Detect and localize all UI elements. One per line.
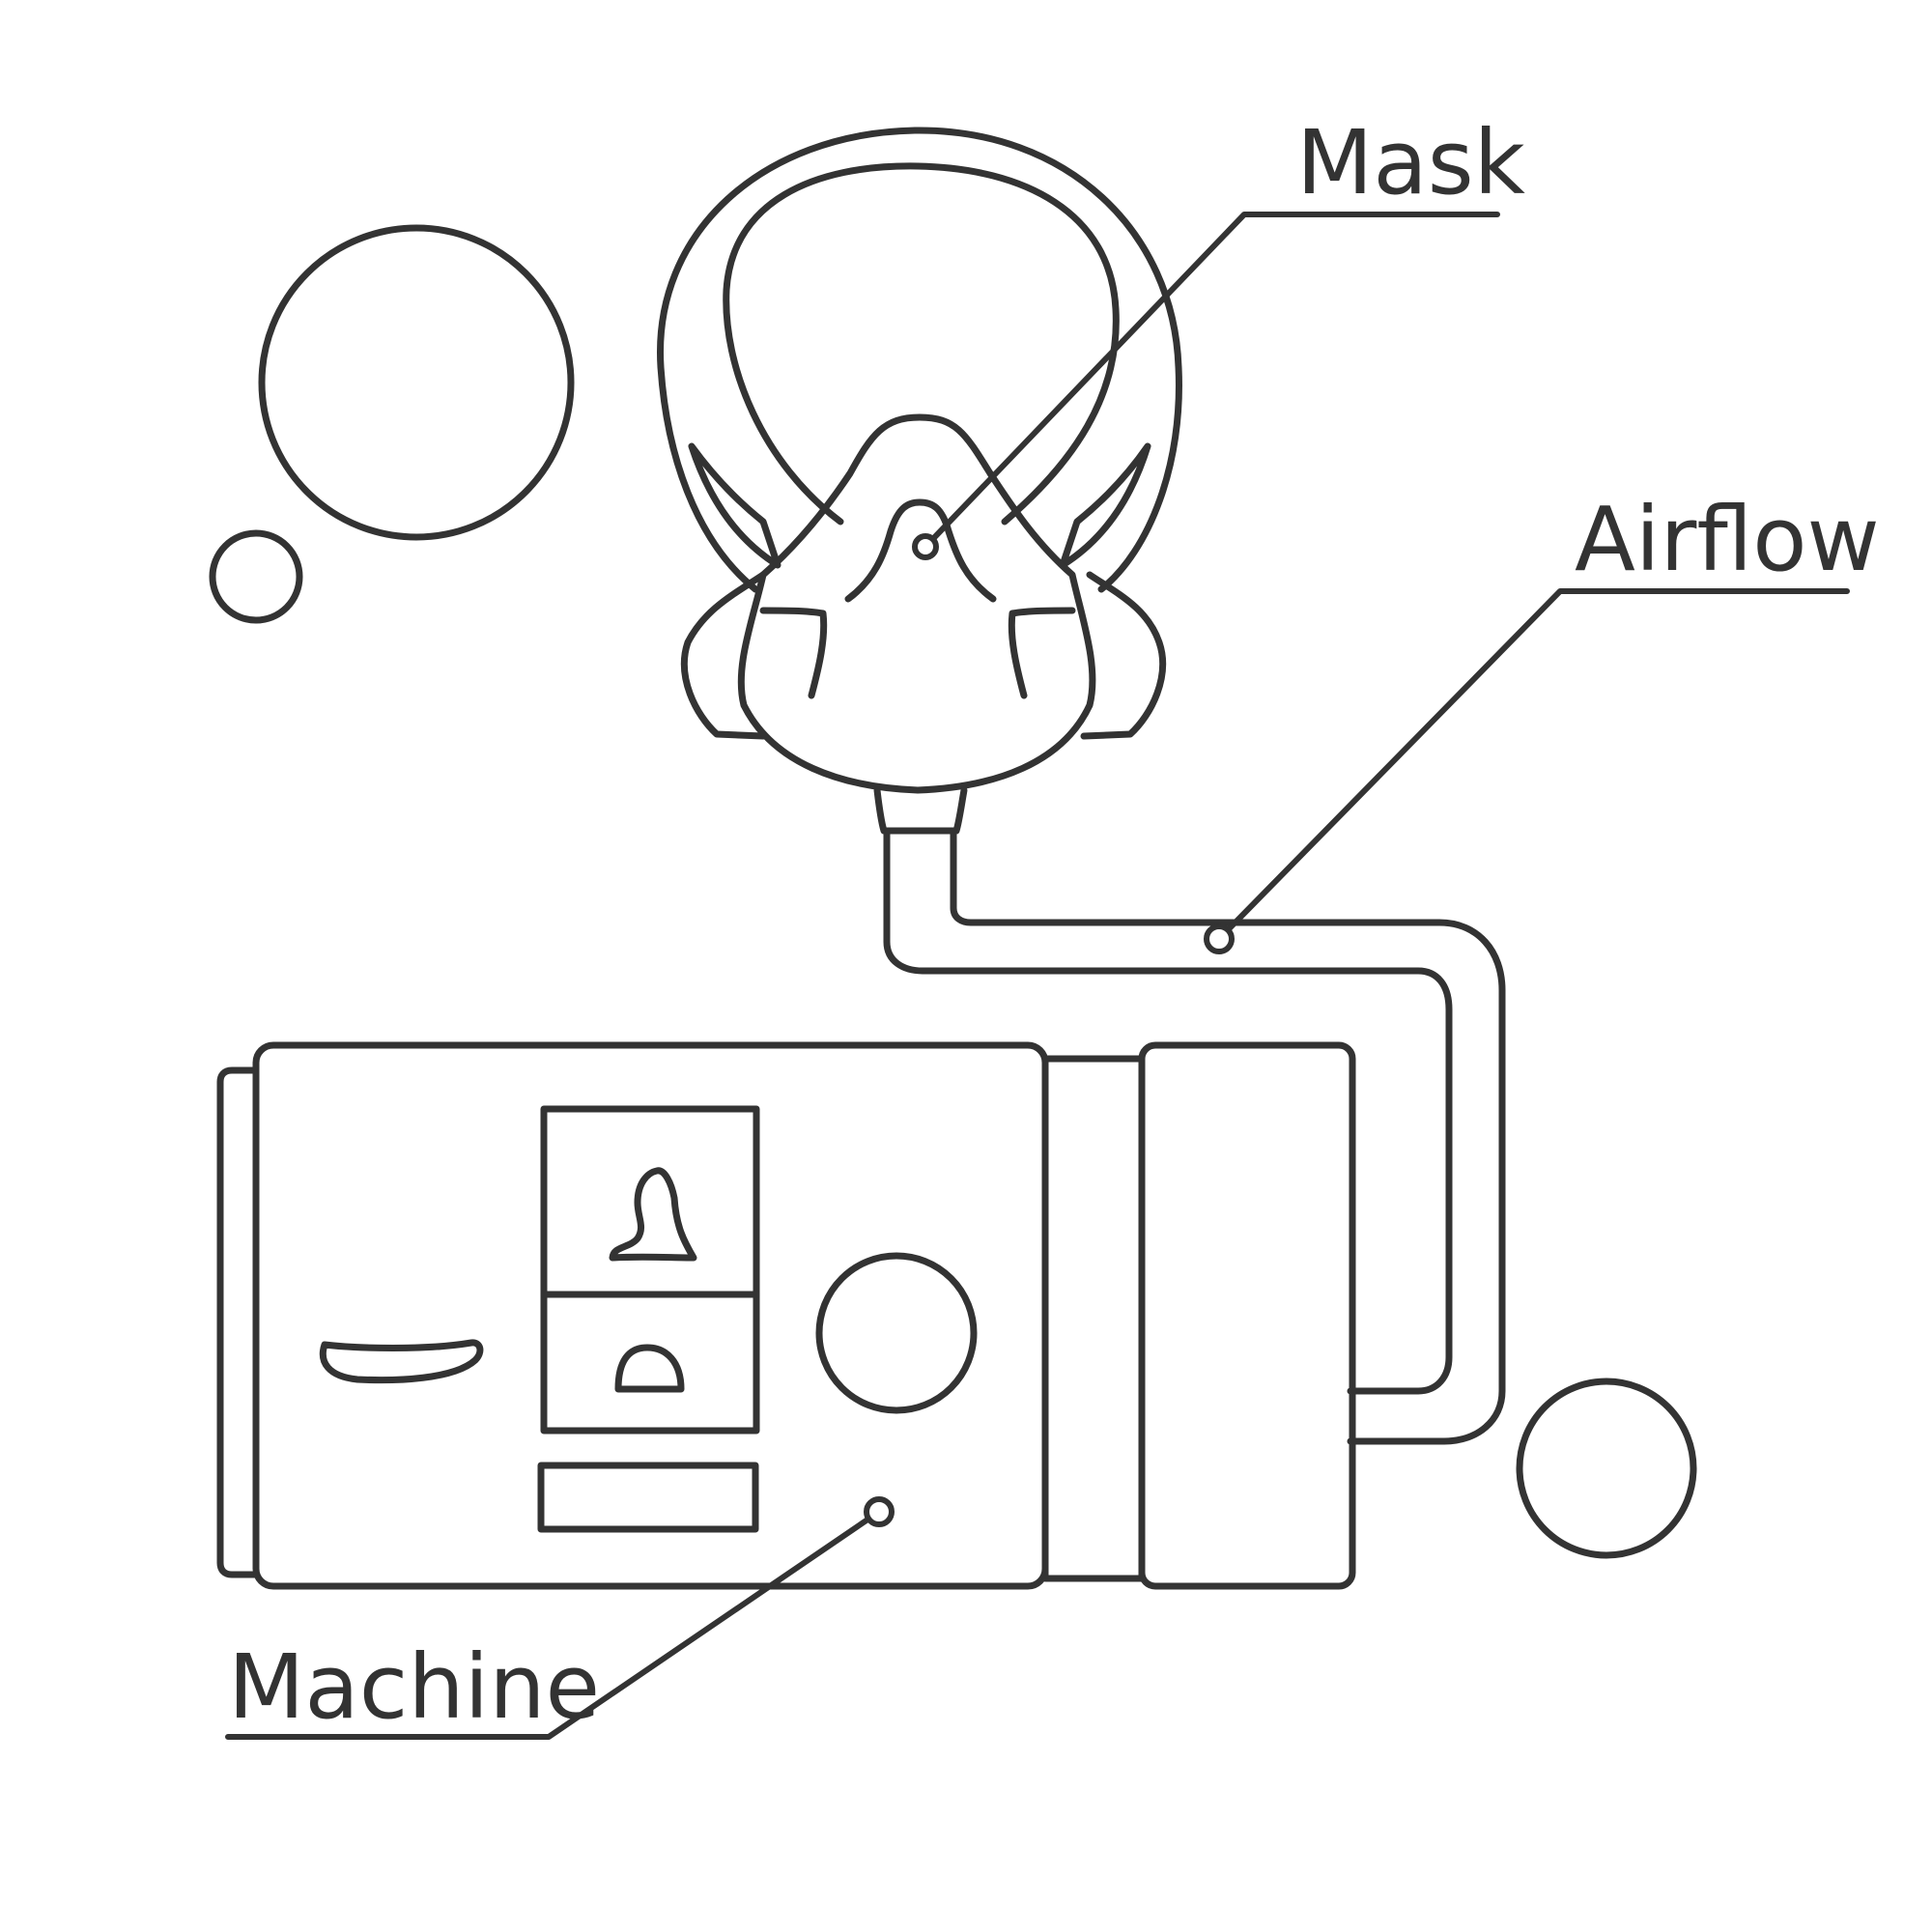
strap-clip-left bbox=[688, 442, 781, 569]
label-leaders bbox=[225, 212, 1850, 1740]
bubble-right bbox=[1516, 1378, 1697, 1559]
mask-leader-line bbox=[923, 212, 1500, 550]
airflow-anchor-dot bbox=[1204, 923, 1235, 954]
tube-inner bbox=[950, 827, 1506, 1445]
side-pad-right bbox=[1080, 571, 1167, 740]
machine-dial-button bbox=[815, 1252, 978, 1414]
mask-cushion bbox=[737, 413, 1096, 794]
machine-anchor-dot bbox=[864, 1496, 895, 1527]
control-panel bbox=[540, 1105, 760, 1435]
machine-handle bbox=[319, 1339, 484, 1384]
display-airflow-icon bbox=[609, 1167, 697, 1262]
mask-anchor-dot bbox=[912, 533, 939, 560]
humidifier-chamber bbox=[1138, 1041, 1356, 1590]
bubble-large bbox=[258, 224, 575, 541]
machine-leader-line bbox=[225, 1509, 882, 1740]
label-machine: Machine bbox=[228, 1635, 600, 1739]
machine-back-panel bbox=[216, 1066, 260, 1578]
label-airflow: Airflow bbox=[1575, 488, 1880, 591]
mask-nose-bridge bbox=[844, 498, 997, 603]
label-mask: Mask bbox=[1296, 111, 1526, 214]
mask-collar bbox=[873, 786, 968, 835]
air-tube bbox=[883, 827, 1506, 1445]
bubble-small bbox=[209, 529, 303, 624]
display-home-icon bbox=[614, 1344, 685, 1393]
mask-cushion-inner-right bbox=[1008, 607, 1076, 699]
tube-outer bbox=[883, 827, 1453, 1395]
mask-cushion-inner-left bbox=[759, 607, 828, 699]
head-strap-inner bbox=[723, 162, 1120, 526]
machine-connector bbox=[1041, 1055, 1146, 1582]
mask-assembly bbox=[657, 127, 1182, 835]
cpap-machine bbox=[216, 1041, 1356, 1590]
airflow-leader-line bbox=[1216, 588, 1850, 942]
machine-slot bbox=[537, 1462, 759, 1533]
side-pad-left bbox=[680, 571, 767, 740]
machine-body bbox=[252, 1041, 1049, 1590]
head-strap-outer bbox=[657, 127, 1182, 593]
decorative-bubbles bbox=[209, 224, 1697, 1559]
